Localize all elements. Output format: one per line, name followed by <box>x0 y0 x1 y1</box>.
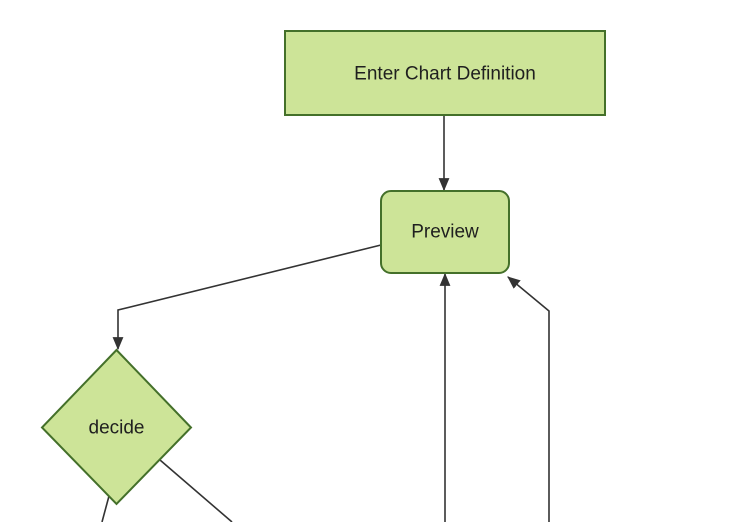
edge-decide-to-offscreen-bottom-right <box>159 459 233 522</box>
node-enter-chart-definition: Enter Chart Definition <box>284 30 606 116</box>
decide-label: decide <box>89 418 145 439</box>
edges-layer <box>101 115 550 522</box>
node-preview: Preview <box>380 190 510 274</box>
edge-preview-to-decide <box>112 244 382 351</box>
edge-decide-to-offscreen-bottom-left <box>101 495 110 522</box>
preview-box <box>380 190 510 274</box>
node-decide: decide <box>40 348 193 506</box>
preview-label: Preview <box>411 222 479 243</box>
edge-offscreen-bottom-right-to-preview <box>507 276 550 522</box>
enter-chart-definition-label: Enter Chart Definition <box>354 64 536 85</box>
enter-chart-definition-box <box>284 30 606 116</box>
decide-diamond <box>40 348 193 506</box>
